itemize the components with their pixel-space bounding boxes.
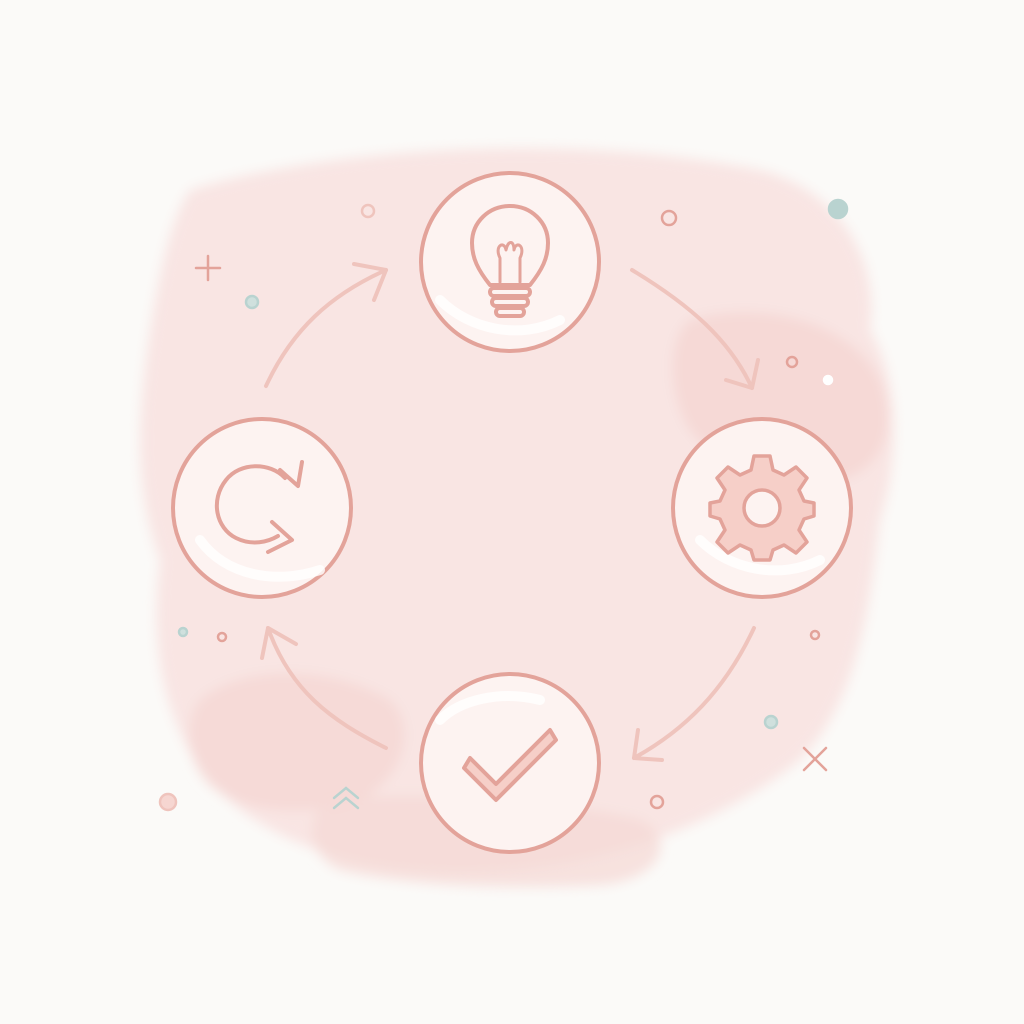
dot-decoration [244, 294, 260, 310]
arrow-bottom-to-left [260, 626, 388, 750]
dot-decoration [360, 203, 376, 219]
dot-decoration [216, 631, 228, 643]
node-top [419, 171, 601, 353]
dot-decoration [827, 198, 849, 220]
node-bottom [419, 672, 601, 854]
dot-decoration [177, 626, 189, 638]
plus-icon [194, 254, 222, 282]
gear-icon [708, 454, 816, 562]
dot-decoration [809, 629, 821, 641]
dot-decoration [660, 209, 678, 227]
node-left [171, 417, 353, 599]
dot-decoration [785, 355, 799, 369]
refresh-arrows-icon [215, 460, 304, 554]
checkmark-icon [462, 728, 558, 802]
arrow-top-to-right [630, 268, 760, 390]
double-chevron-up-icon [332, 786, 360, 810]
arrow-right-to-bottom [632, 626, 756, 762]
lightbulb-icon [470, 204, 550, 318]
decorations [158, 198, 849, 812]
cross-icon [802, 746, 828, 772]
node-right [671, 417, 853, 599]
dot-decoration [158, 792, 178, 812]
dot-decoration [763, 714, 779, 730]
arrow-left-to-top [264, 262, 388, 388]
dot-decoration [822, 374, 834, 386]
dot-decoration [649, 794, 665, 810]
